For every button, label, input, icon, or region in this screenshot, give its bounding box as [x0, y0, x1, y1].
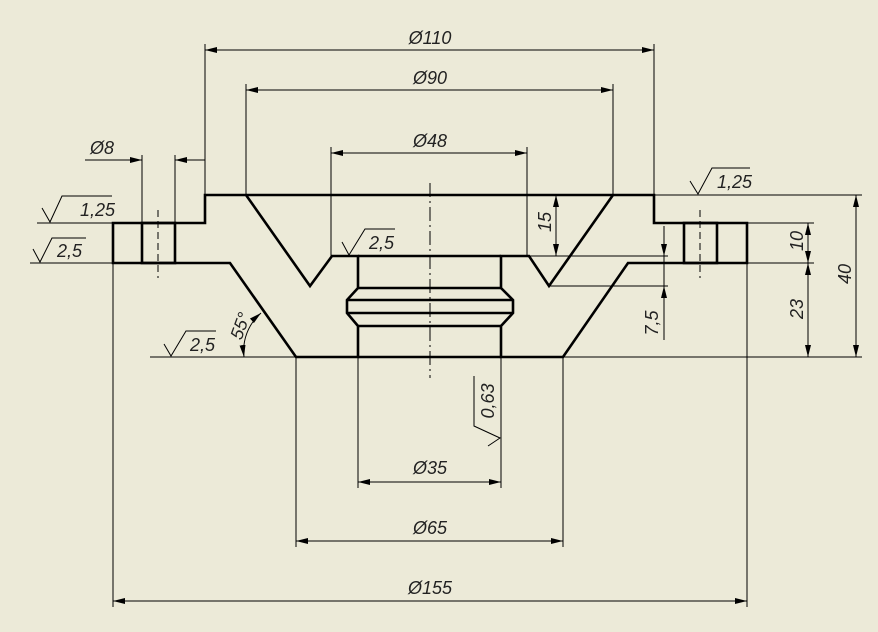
center-lines	[157, 183, 701, 378]
surface-finish-bottom: 2,5	[163, 330, 216, 357]
dim-h15: 15	[535, 211, 555, 232]
dim-h23: 23	[787, 299, 807, 320]
svg-text:2,5: 2,5	[56, 241, 83, 261]
svg-text:0,63: 0,63	[478, 383, 498, 418]
surface-finish-left-top: 1,25	[41, 195, 116, 224]
dim-d110: Ø110	[408, 28, 452, 48]
dim-h7-5: 7,5	[642, 310, 662, 336]
dim-h10: 10	[787, 231, 807, 251]
svg-text:2,5: 2,5	[189, 335, 216, 355]
dim-d90: Ø90	[412, 68, 447, 88]
svg-text:1,25: 1,25	[717, 172, 753, 192]
dim-d65: Ø65	[412, 518, 448, 538]
dimension-texts: Ø110 Ø90 Ø48 Ø8 Ø35 Ø65 Ø155 15 7,5 10 2…	[89, 28, 855, 598]
dim-angle: 55°	[226, 310, 254, 342]
dimension-lines	[85, 47, 859, 604]
dim-arc-angle	[239, 312, 262, 358]
surface-finish-groove: 2,5	[341, 228, 395, 257]
svg-text:1,25: 1,25	[80, 200, 116, 220]
extension-lines	[30, 44, 862, 607]
surface-finish-left-flange: 2,5	[32, 237, 86, 264]
dim-d8: Ø8	[89, 138, 114, 158]
dim-d35: Ø35	[412, 458, 448, 478]
dim-d155: Ø155	[407, 578, 453, 598]
svg-text:2,5: 2,5	[368, 233, 395, 253]
dim-d48: Ø48	[412, 131, 447, 151]
surface-finish-bore: 0,63	[473, 376, 502, 447]
dim-h40: 40	[835, 264, 855, 284]
surface-finish-right-top: 1,25	[689, 167, 753, 196]
